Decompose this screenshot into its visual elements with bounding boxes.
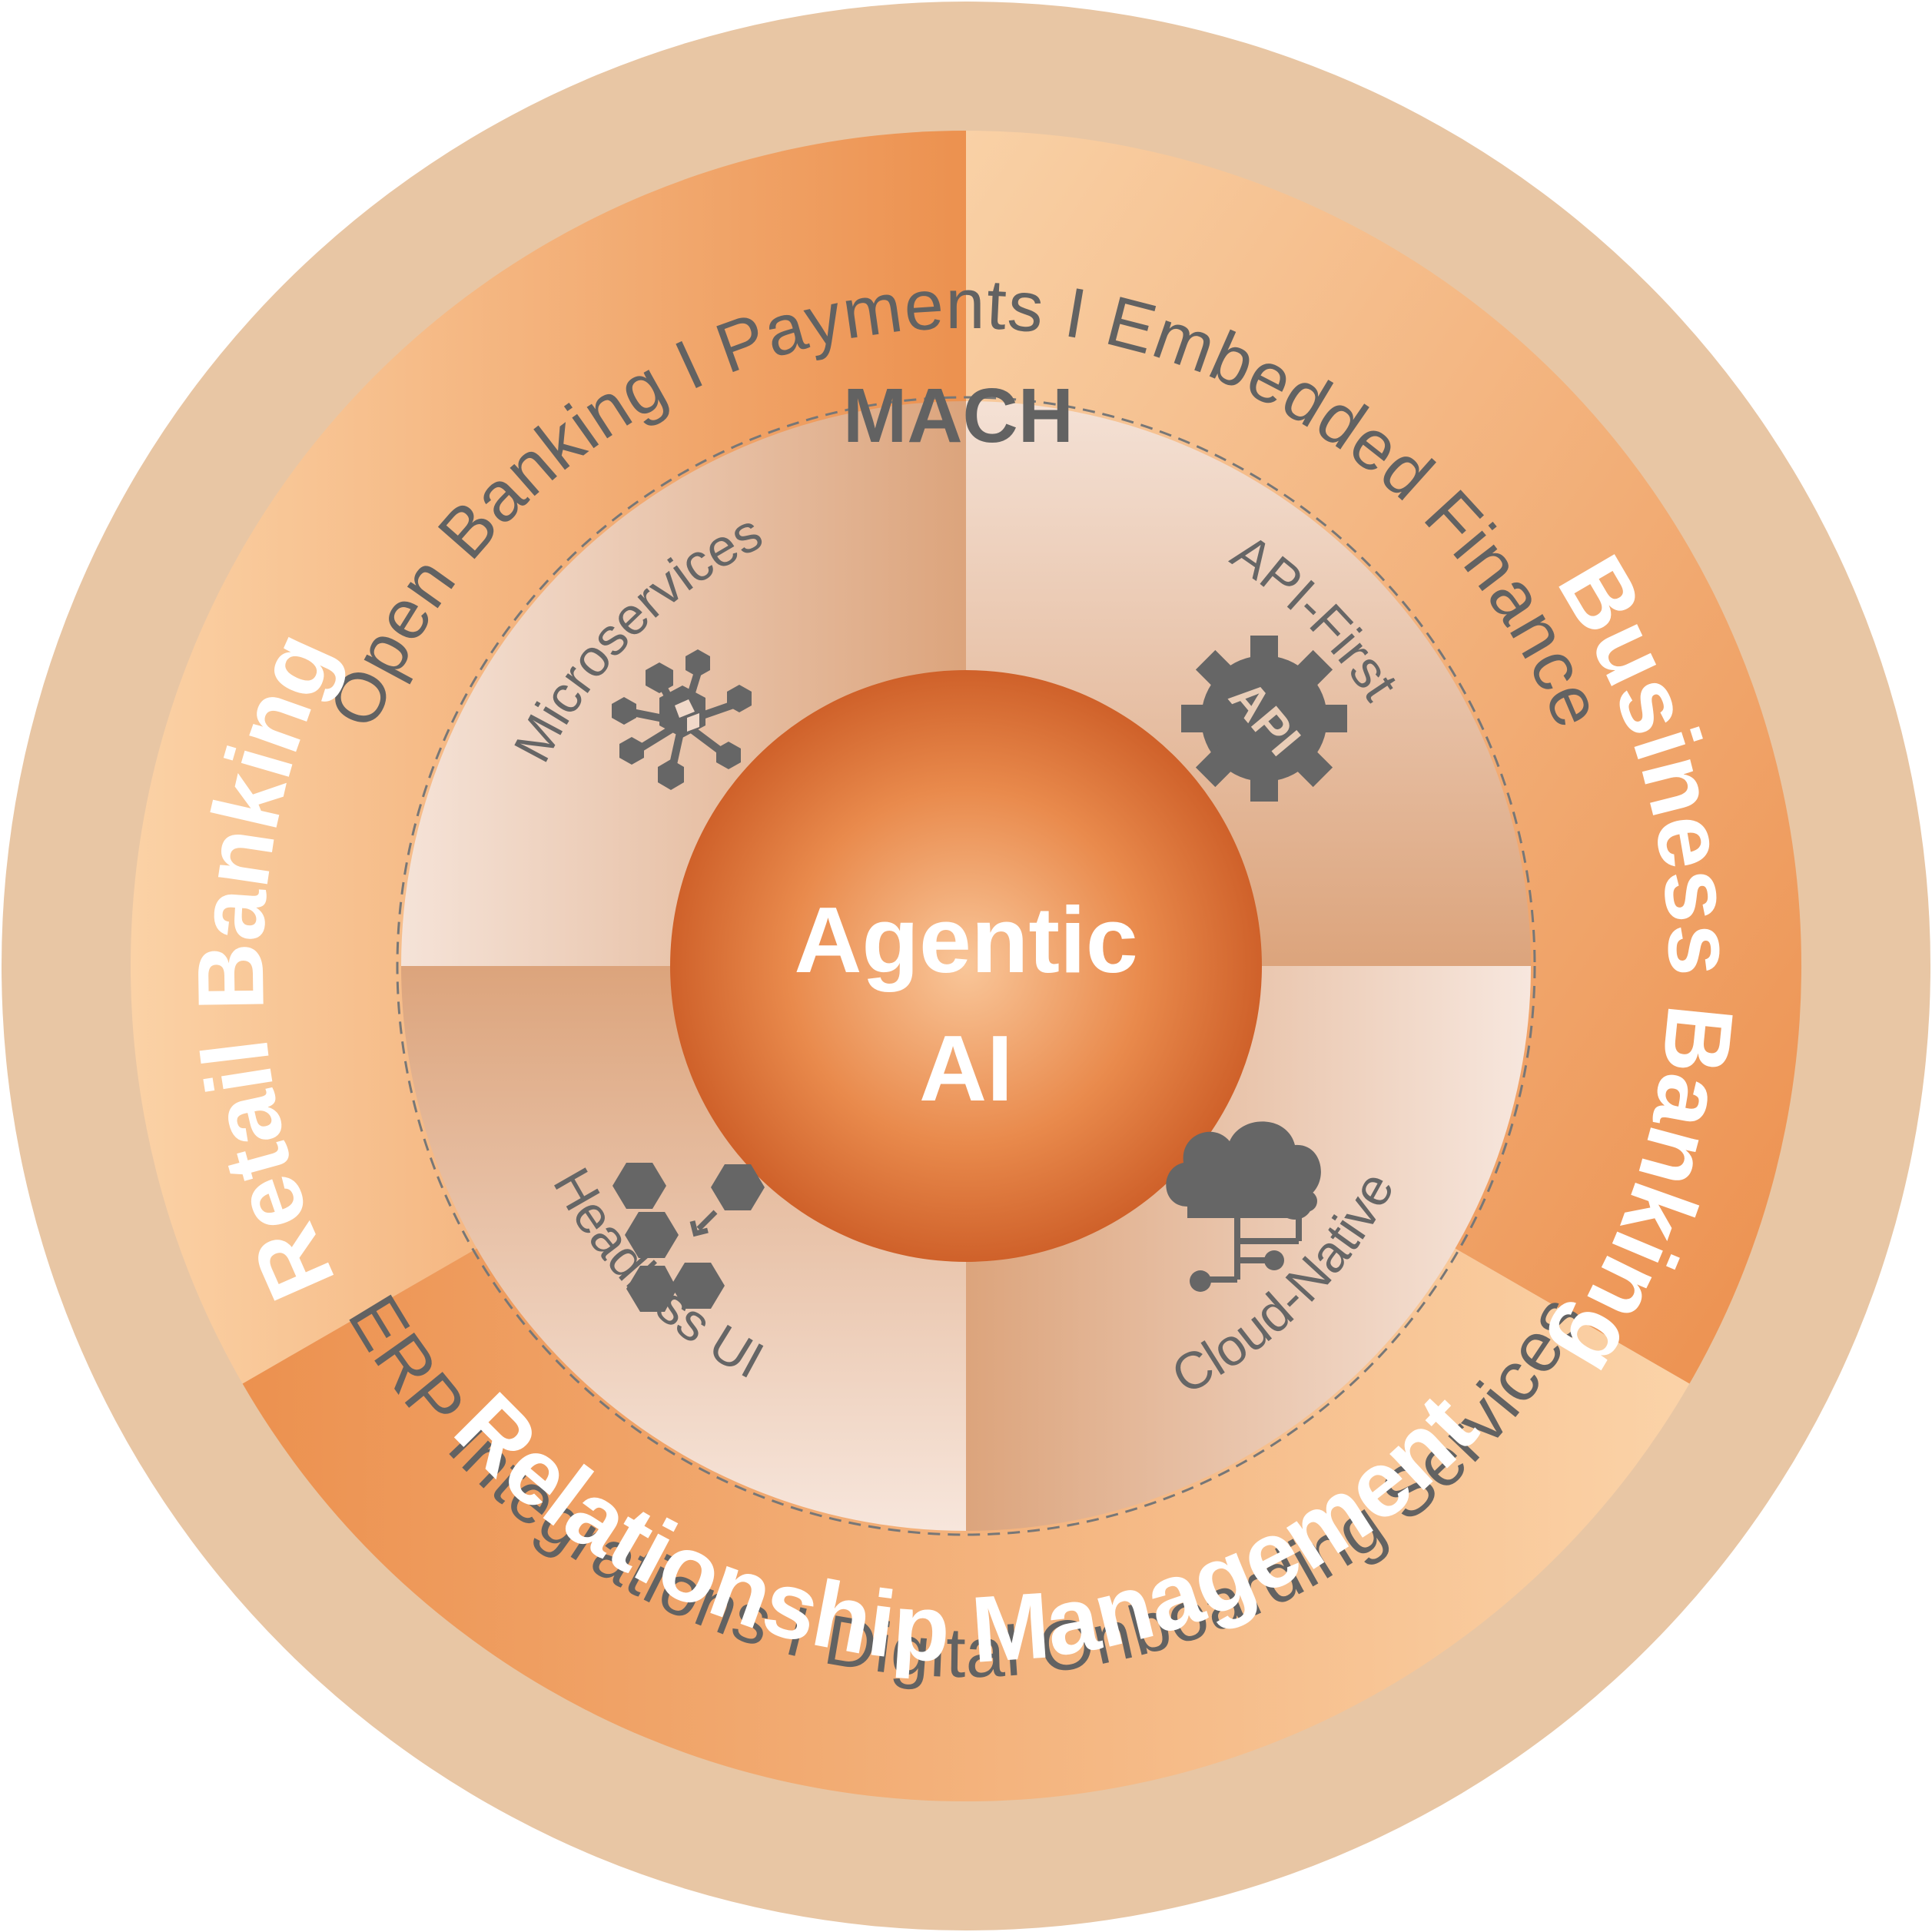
core-title-line2: AI (919, 1016, 1013, 1120)
core-circle (670, 670, 1262, 1262)
headless-hexagons-icon (612, 1163, 765, 1312)
cloud-network-icon (1166, 1121, 1321, 1292)
core-title-line1: Agentic (794, 888, 1137, 992)
microservices-icon (612, 649, 752, 790)
mach-dashed-boundary (396, 396, 1536, 1536)
api-gear-icon: API (1181, 636, 1347, 802)
mach-title: MACH (843, 373, 1074, 459)
